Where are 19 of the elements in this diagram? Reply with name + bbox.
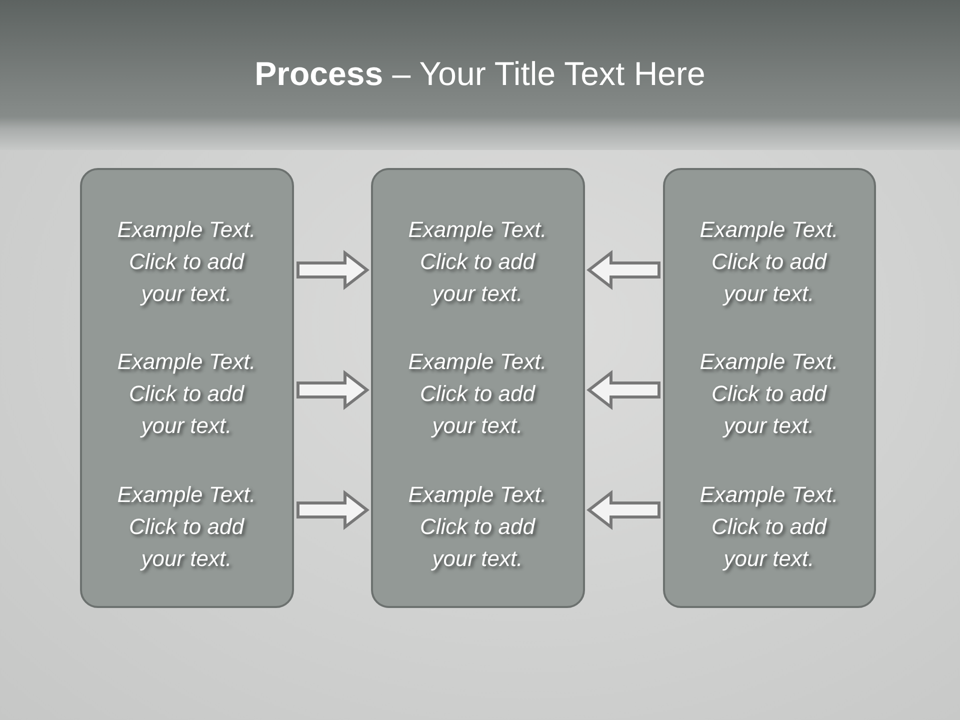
panel-text: Example Text. Click to add your text.	[116, 480, 257, 573]
arrow	[296, 490, 370, 530]
process-panel	[371, 168, 585, 608]
process-panel	[663, 168, 876, 608]
panel-text: Example Text. Click to add your text.	[407, 480, 548, 573]
slide-title: Process – Your Title Text Here	[254, 54, 706, 94]
arrow	[296, 250, 370, 290]
panel-text: Example Text. Click to add your text.	[116, 216, 257, 308]
arrow	[296, 370, 370, 410]
arrow	[586, 250, 660, 290]
process-panel	[80, 168, 294, 608]
panel-text: Example Text. Click to add your text.	[698, 348, 840, 440]
arrow	[586, 490, 660, 530]
panel-text: Example Text. Click to add your text.	[698, 216, 840, 308]
panel-text: Example Text. Click to add your text.	[407, 348, 548, 440]
panel-text: Example Text. Click to add your text.	[407, 216, 548, 308]
arrow	[586, 370, 660, 410]
panel-text: Example Text. Click to add your text.	[698, 480, 840, 573]
panel-text: Example Text. Click to add your text.	[116, 348, 257, 440]
